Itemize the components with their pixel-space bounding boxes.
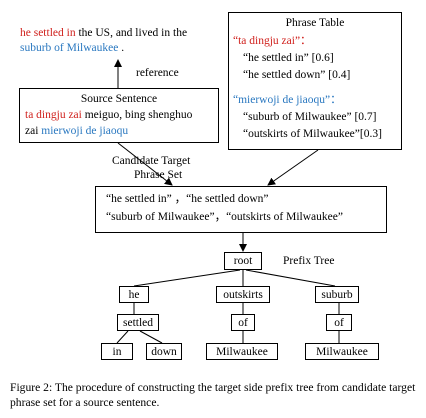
tree-node-milwaukee-right: Milwaukee	[305, 343, 379, 360]
tree-node-root: root	[224, 252, 262, 270]
reference-label: reference	[136, 67, 179, 79]
tree-node-down: down	[146, 343, 182, 360]
tree-node-suburb: suburb	[315, 286, 359, 303]
candidate-line-2: “suburb of Milwaukee”，“outskirts of Milw…	[106, 211, 343, 223]
source-text-1: meiguo, bing shenghuo	[81, 109, 193, 121]
tree-node-in: in	[101, 343, 133, 360]
tree-node-of-left: of	[231, 314, 255, 331]
source-highlight-red: ta dingju zai	[25, 109, 82, 121]
edge-settled-in	[116, 330, 129, 344]
source-line-1: ta dingju zai meiguo, bing shenghuo	[25, 108, 192, 122]
phrase-table-option-2b: “outskirts of Milwaukee”[0.3]	[243, 128, 382, 140]
tree-node-outskirts: outskirts	[216, 286, 270, 303]
phrase-table-option-1a: “he settled in” [0.6]	[243, 52, 334, 64]
phrase-table-title: Phrase Table	[285, 17, 345, 29]
tree-node-milwaukee-left: Milwaukee	[206, 343, 278, 360]
phrase-table-source-2: “mierwoji de jiaoqu”：	[233, 94, 342, 106]
figure-caption: Figure 2: The procedure of constructing …	[10, 381, 416, 409]
tree-node-he: he	[119, 286, 149, 303]
reference-line-2: suburb of Milwaukee .	[20, 41, 124, 55]
reference-highlight-blue: suburb of Milwaukee	[20, 42, 119, 54]
candidate-phrase-set-box: “he settled in” ，“he settled down” “subu…	[95, 186, 387, 233]
reference-line-1: he settled in the US, and lived in the	[20, 26, 187, 40]
reference-text-2: .	[118, 42, 125, 54]
source-title: Source Sentence	[80, 93, 158, 105]
edge-root-he	[133, 269, 241, 287]
source-sentence-box: Source Sentence ta dingju zai meiguo, bi…	[19, 88, 219, 143]
edge-settled-down	[139, 330, 163, 344]
candidate-label-line-1: Candidate Target	[112, 155, 191, 167]
reference-highlight-red: he settled in	[20, 27, 76, 39]
source-line-2: zai mierwoji de jiaoqu	[25, 124, 128, 138]
tree-node-settled: settled	[117, 314, 159, 331]
phrase-table-option-2a: “suburb of Milwaukee” [0.7]	[243, 111, 377, 123]
phrase-table-box: Phrase Table “ta dingju zai”： “he settle…	[228, 12, 402, 150]
source-text-2: zai	[25, 125, 42, 137]
candidate-label-line-2: Phrase Set	[134, 169, 183, 181]
arrow-source-to-candidate	[117, 142, 173, 186]
tree-node-of-right: of	[326, 314, 352, 331]
prefix-tree-title: Prefix Tree	[283, 255, 335, 267]
reference-text-1: the US, and lived in the	[75, 27, 188, 39]
phrase-table-option-1b: “he settled down” [0.4]	[243, 69, 351, 81]
source-highlight-blue: mierwoji de jiaoqu	[41, 125, 129, 137]
edge-root-suburb	[245, 269, 336, 287]
candidate-line-1: “he settled in” ，“he settled down”	[106, 193, 269, 205]
phrase-table-source-1: “ta dingju zai”：	[233, 35, 312, 47]
arrow-table-to-candidate	[267, 149, 319, 186]
